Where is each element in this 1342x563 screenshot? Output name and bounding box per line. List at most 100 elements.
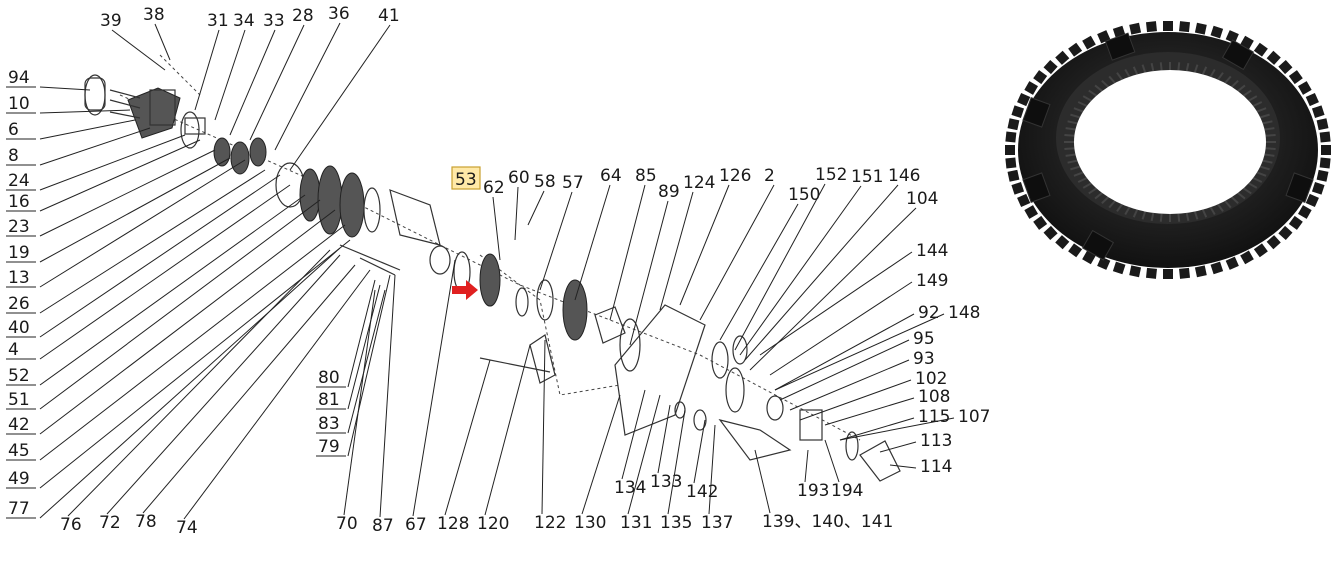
leader-line: [67, 249, 331, 517]
leader-line: [39, 159, 246, 288]
leader-line: [804, 449, 809, 483]
ring-lugs: [1022, 32, 1314, 261]
part-label-36: 36: [328, 4, 350, 24]
part-label-31: 31: [207, 11, 229, 31]
leader-line: [154, 23, 171, 61]
leader-line: [774, 313, 915, 391]
leader-line: [347, 274, 391, 457]
part-label-77: 77: [8, 499, 30, 519]
leader-line: [39, 119, 136, 140]
leader-line: [444, 359, 491, 516]
part-label-38: 38: [143, 5, 165, 25]
leader-line: [39, 199, 321, 410]
leader-line: [527, 190, 545, 226]
part-label-139-140-141: 139、140、141: [762, 512, 893, 532]
part-label-194: 194: [831, 481, 863, 501]
leader-line: [779, 339, 910, 401]
leader-line: [39, 224, 346, 461]
leader-line: [657, 404, 671, 474]
part-label-120: 120: [477, 514, 509, 534]
leader-line: [839, 417, 915, 441]
part-label-53: 53: [455, 170, 477, 190]
leader-line: [627, 394, 661, 515]
highlight-arrow: [452, 280, 478, 300]
part-label-57: 57: [562, 173, 584, 193]
part-label-76: 76: [60, 515, 82, 535]
leader-line: [629, 200, 669, 346]
part-label-87: 87: [372, 516, 394, 536]
part-label-49: 49: [8, 469, 30, 489]
leader-line: [142, 264, 356, 514]
part-label-26: 26: [8, 294, 30, 314]
part-label-72: 72: [99, 513, 121, 533]
part-label-89: 89: [658, 182, 680, 202]
part-label-149: 149: [916, 271, 948, 291]
leader-line: [39, 209, 336, 435]
leader-line: [111, 29, 166, 71]
part-label-78: 78: [135, 512, 157, 532]
part-label-122: 122: [534, 513, 566, 533]
leader-line: [39, 139, 201, 212]
leader-line: [679, 184, 730, 306]
leader-line: [183, 269, 371, 520]
part-label-83: 83: [318, 414, 340, 434]
leader-line: [824, 397, 915, 426]
leader-line: [194, 29, 220, 111]
synchronizer-ring-photo: [1005, 21, 1331, 279]
leader-line: [789, 359, 910, 411]
leader-line: [824, 439, 840, 483]
part-label-152: 152: [815, 165, 847, 185]
leader-line: [769, 281, 913, 376]
leader-line: [229, 29, 276, 136]
part-label-60: 60: [508, 168, 530, 188]
part-label-135: 135: [660, 513, 692, 533]
part-label-8: 8: [8, 146, 19, 166]
part-label-33: 33: [263, 11, 285, 31]
leader-line: [39, 194, 306, 386]
part-label-45: 45: [8, 441, 30, 461]
leader-line: [347, 284, 381, 410]
part-label-102: 102: [915, 369, 947, 389]
leader-line: [39, 86, 91, 91]
leader-line: [249, 24, 305, 141]
leader-line: [274, 22, 341, 151]
part-label-148: 148: [948, 303, 980, 323]
leader-line: [39, 157, 231, 263]
leader-line: [214, 29, 246, 121]
part-label-142: 142: [686, 482, 718, 502]
part-label-126: 126: [719, 166, 751, 186]
part-label-79: 79: [318, 437, 340, 457]
part-label-16: 16: [8, 192, 30, 212]
part-label-24: 24: [8, 171, 30, 191]
part-label-113: 113: [920, 431, 952, 451]
leader-line: [749, 207, 917, 371]
part-label-137: 137: [701, 513, 733, 533]
leader-line: [739, 185, 862, 356]
part-label-64: 64: [600, 166, 622, 186]
part-label-95: 95: [913, 329, 935, 349]
part-label-28: 28: [292, 6, 314, 26]
leader-line: [106, 254, 341, 515]
leader-line: [754, 449, 771, 514]
part-label-70: 70: [336, 514, 358, 534]
part-label-128: 128: [437, 514, 469, 534]
leader-line: [889, 464, 917, 469]
part-label-146: 146: [888, 166, 920, 186]
leader-line: [539, 191, 573, 291]
leader-line: [492, 196, 501, 261]
leader-line: [541, 339, 546, 515]
assembly-axis-line-2: [159, 54, 621, 396]
leader-line: [574, 184, 611, 301]
part-label-150: 150: [788, 185, 820, 205]
leader-line: [484, 344, 531, 516]
leader-line: [774, 313, 945, 391]
part-label-67: 67: [405, 515, 427, 535]
part-label-2: 2: [764, 166, 775, 186]
part-label-10: 10: [8, 94, 30, 114]
leader-line: [514, 186, 519, 241]
leader-line: [39, 134, 186, 191]
part-label-144: 144: [916, 241, 948, 261]
